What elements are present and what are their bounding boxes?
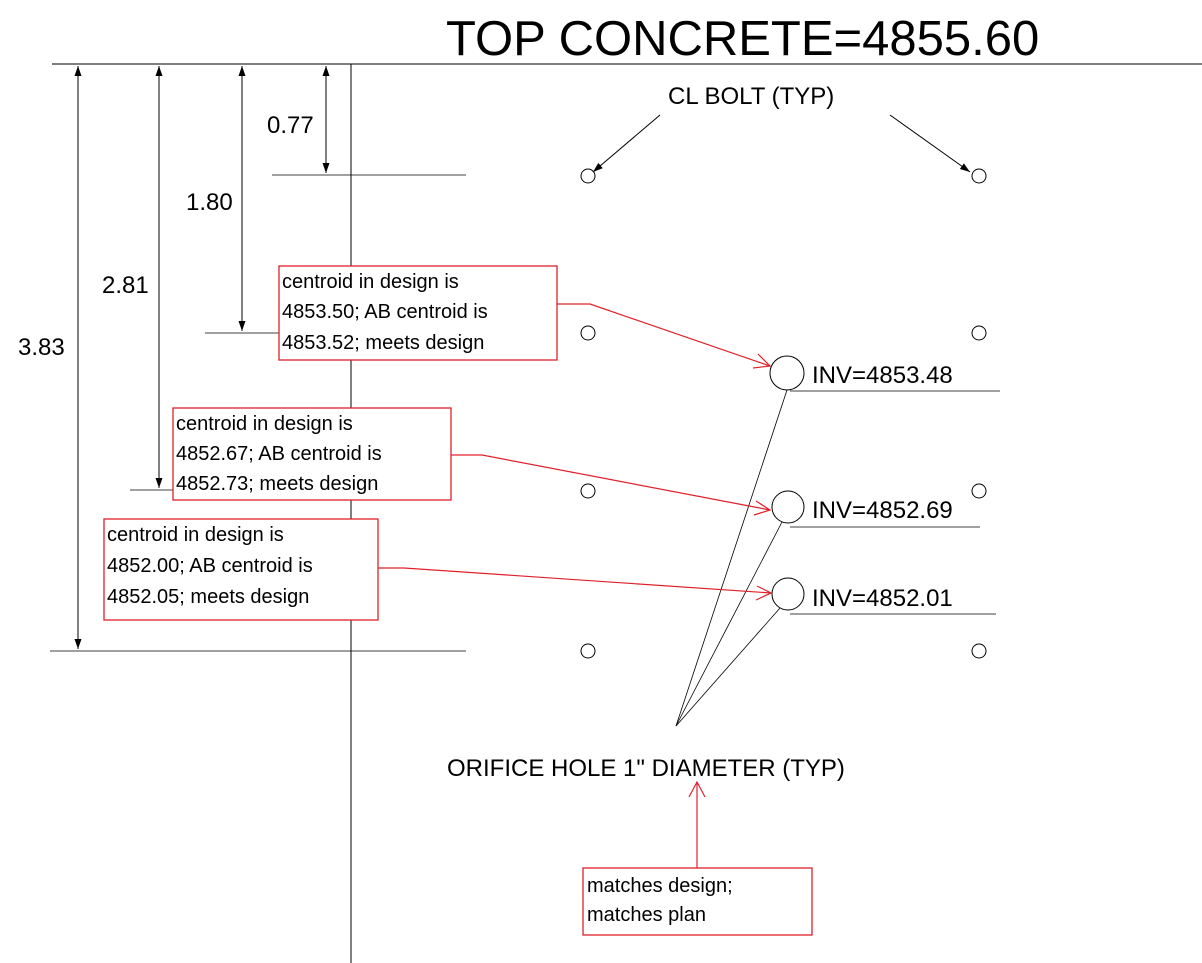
orifice-hole-2 <box>771 490 805 524</box>
comment-3-line-3: 4852.05; meets design <box>107 586 309 608</box>
markup-leader-2 <box>451 454 772 516</box>
markup-leader-1 <box>557 303 772 369</box>
markup-comment-3: centroid in design is 4852.00; AB centro… <box>103 518 379 621</box>
invert-label-3: INV=4852.01 <box>812 585 953 612</box>
comment-3-line-1: centroid in design is <box>107 524 284 546</box>
bolt-hole <box>580 483 596 499</box>
svg-text:centroid in design is 48: centroid in design is 4852.67; AB centro… <box>176 413 387 495</box>
bolt-hole <box>971 325 987 341</box>
dimension-281: 2.81 <box>102 66 163 488</box>
comment-1-line-2: 4853.50; AB centroid is <box>282 301 488 323</box>
markup-comment-2: centroid in design is 4852.67; AB centro… <box>172 407 452 501</box>
dimension-label-180: 1.80 <box>186 189 233 216</box>
svg-text:centroid in design is 48: centroid in design is 4853.50; AB centro… <box>282 271 493 354</box>
bolt-hole <box>971 168 987 184</box>
markup-comment-1: centroid in design is 4853.50; AB centro… <box>278 265 558 361</box>
orifice-leaders <box>675 389 788 727</box>
orifice-hole-label: ORIFICE HOLE 1" DIAMETER (TYP) <box>447 755 845 782</box>
invert-label-1: INV=4853.48 <box>812 362 953 389</box>
bolt-holes <box>580 168 987 659</box>
bolt-hole <box>580 168 596 184</box>
dimension-label-077: 0.77 <box>267 112 314 139</box>
comment-2-line-2: 4852.67; AB centroid is <box>176 443 382 465</box>
orifice-hole-1 <box>769 355 805 391</box>
bolt-hole <box>580 325 596 341</box>
comment-3-line-2: 4852.00; AB centroid is <box>107 555 313 577</box>
dimension-label-383: 3.83 <box>18 334 65 361</box>
markup-comment-4: matches design; matches plan <box>582 867 813 936</box>
comment-1-line-1: centroid in design is <box>282 271 459 293</box>
dimension-label-281: 2.81 <box>102 272 149 299</box>
orifice-hole-3 <box>771 577 805 611</box>
dimension-383: 3.83 <box>18 66 82 649</box>
markup-leader-3 <box>378 567 773 601</box>
comment-1-line-3: 4853.52; meets design <box>282 332 484 354</box>
comment-4-line-2: matches plan <box>587 904 706 926</box>
bolt-leader-right <box>889 114 971 173</box>
bolt-hole <box>971 483 987 499</box>
dimension-077: 0.77 <box>267 66 330 173</box>
comment-4-line-1: matches design; <box>587 875 733 897</box>
svg-text:centroid in design is 48: centroid in design is 4852.00; AB centro… <box>107 524 318 608</box>
bolt-hole <box>971 643 987 659</box>
invert-label-2: INV=4852.69 <box>812 497 953 524</box>
dimension-180: 1.80 <box>186 66 246 331</box>
svg-text:matches design; matches: matches design; matches plan <box>587 875 738 926</box>
comment-2-line-1: centroid in design is <box>176 413 353 435</box>
comment-2-line-3: 4852.73; meets design <box>176 473 378 495</box>
cl-bolt-label: CL BOLT (TYP) <box>668 83 834 110</box>
bolt-leader-left <box>592 114 661 173</box>
top-concrete-title: TOP CONCRETE=4855.60 <box>446 12 1039 66</box>
bolt-hole <box>580 643 596 659</box>
